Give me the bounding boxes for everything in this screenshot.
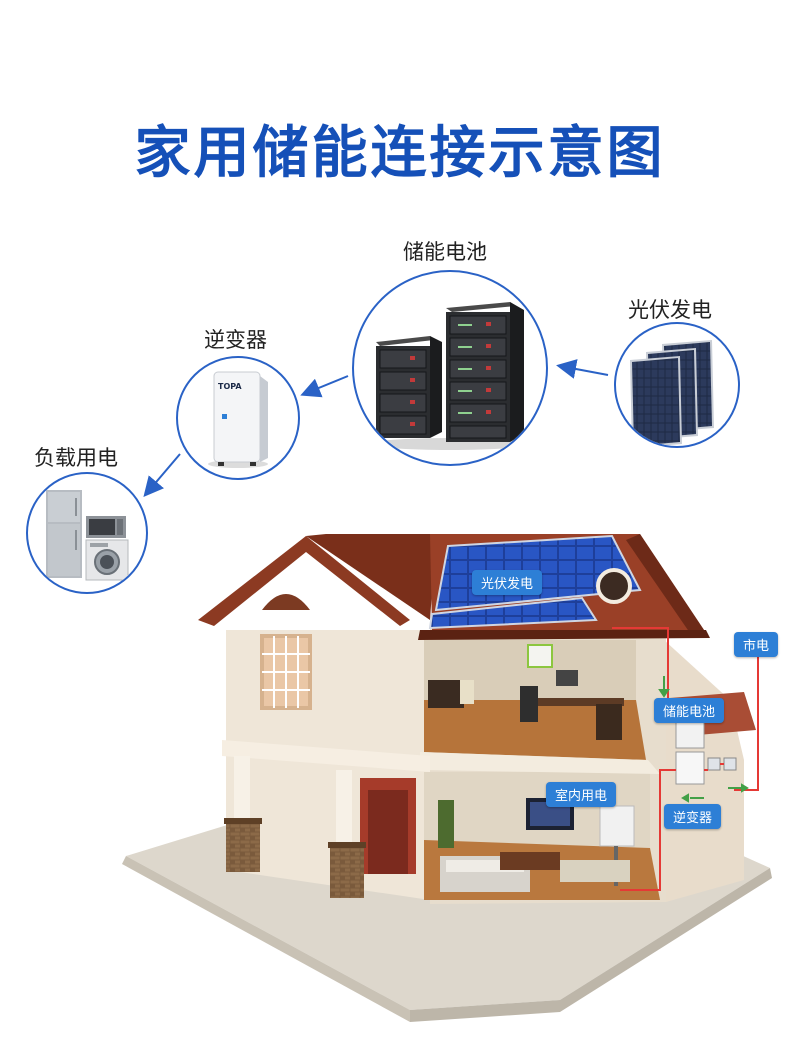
house-tag-indoor: 室内用电 (546, 782, 617, 807)
appliances-image (46, 490, 129, 581)
house-tag-solar: 光伏发电 (472, 570, 543, 595)
arrow-solar-to-battery (556, 359, 609, 379)
load-label: 负载用电 (34, 446, 118, 470)
house-tag-battery: 储能电池 (654, 698, 725, 723)
inverter-label: 逆变器 (204, 328, 267, 352)
solar-label: 光伏发电 (628, 298, 712, 322)
solar-circle (614, 322, 740, 448)
arrow-inverter-to-load (143, 453, 181, 498)
battery-circle (352, 270, 548, 466)
house-tag-grid: 市电 (734, 632, 779, 657)
arrow-battery-to-inverter (300, 375, 349, 398)
page-title: 家用储能连接示意图 (134, 121, 666, 186)
inverter-brand: TOPA (218, 382, 242, 391)
house-tag-inverter: 逆变器 (664, 804, 722, 829)
battery-label: 储能电池 (403, 240, 487, 264)
battery-rack-image (370, 302, 530, 450)
load-circle (26, 472, 148, 594)
inverter-circle: TOPA (176, 356, 300, 480)
solar-panel-image (630, 340, 714, 446)
inverter-image (208, 371, 268, 468)
